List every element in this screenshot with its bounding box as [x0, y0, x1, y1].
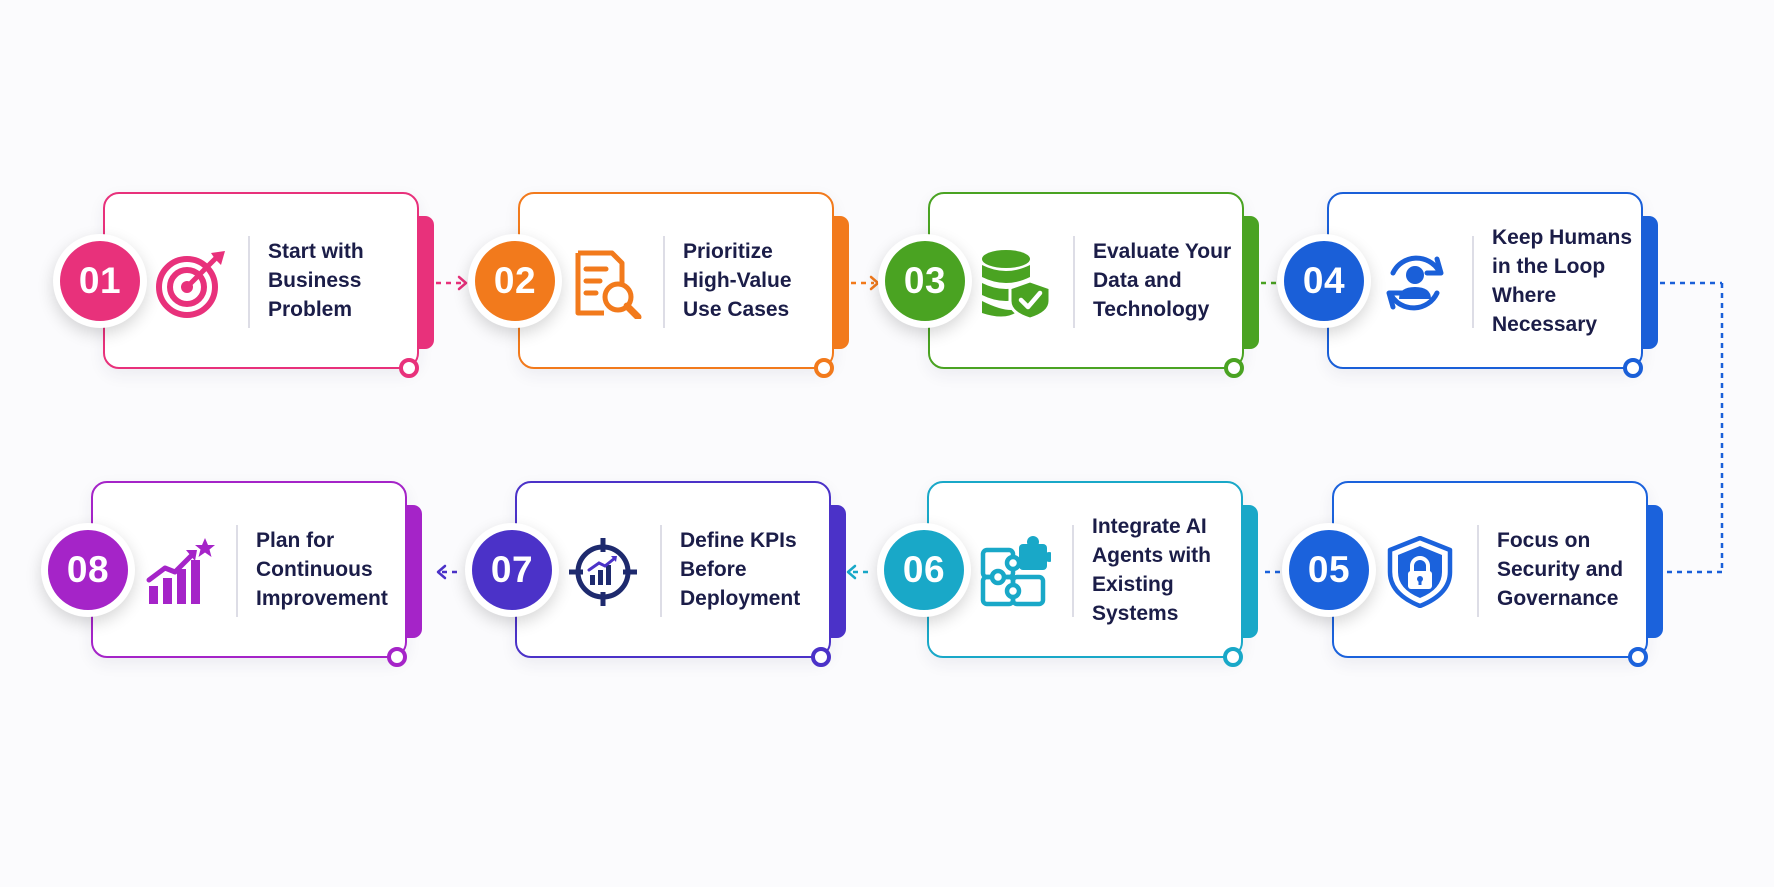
kpi-crosshair-icon: [567, 536, 639, 608]
step-number-badge: 01: [53, 234, 147, 328]
step-label-line: Existing: [1092, 572, 1174, 596]
step-label-line: Plan for: [256, 529, 335, 552]
step-number-badge: 03: [878, 234, 972, 328]
step-label-line: Business: [268, 269, 362, 292]
step-number-badge: 05: [1282, 523, 1376, 617]
step-label-line: Systems: [1092, 601, 1179, 625]
step-label-line: Use Cases: [683, 298, 790, 321]
card-divider: [660, 525, 662, 617]
puzzle-icon: [979, 536, 1051, 608]
human-loop-icon: [1379, 247, 1451, 319]
connector-arrow: [436, 564, 447, 580]
step-label-line: Keep Humans: [1492, 225, 1633, 249]
card-side-tab: [1646, 505, 1663, 638]
step-number-badge: 04: [1277, 234, 1371, 328]
card-side-tab: [405, 505, 422, 638]
document-search-icon: [570, 247, 642, 319]
step-number-badge: 08: [41, 523, 135, 617]
card-corner-dot: [1223, 647, 1243, 667]
card-divider: [248, 236, 250, 328]
step-label-line: Agents with: [1092, 543, 1211, 567]
growth-chart-icon: [143, 536, 215, 608]
step-label-line: Technology: [1093, 298, 1210, 321]
step-label-line: Focus on: [1497, 529, 1591, 552]
card-corner-dot: [814, 358, 834, 378]
step-number-badge: 07: [465, 523, 559, 617]
card-side-tab: [1241, 505, 1258, 638]
step-label-line: in the Loop: [1492, 254, 1606, 278]
card-corner-dot: [399, 358, 419, 378]
step-label-line: Where: [1492, 283, 1557, 307]
card-divider: [1472, 236, 1474, 328]
step-label-line: Evaluate Your: [1093, 240, 1232, 263]
target-icon: [155, 247, 227, 319]
database-shield-icon: [980, 247, 1052, 319]
step-label-line: Governance: [1497, 587, 1619, 610]
step-number: 03: [885, 241, 965, 321]
card-divider: [236, 525, 238, 617]
step-label-line: Integrate AI: [1092, 514, 1207, 538]
card-side-tab: [1242, 216, 1259, 349]
step-label-line: Deployment: [680, 587, 801, 610]
card-corner-dot: [811, 647, 831, 667]
connector-arrow: [846, 564, 857, 580]
step-label-line: Prioritize: [683, 240, 773, 263]
card-corner-dot: [1224, 358, 1244, 378]
step-label-line: Define KPIs: [680, 529, 797, 552]
card-side-tab: [829, 505, 846, 638]
step-number: 06: [884, 530, 964, 610]
step-label-line: Continuous: [256, 558, 373, 581]
card-divider: [1072, 525, 1074, 617]
step-label-line: Security and: [1497, 558, 1624, 581]
card-side-tab: [417, 216, 434, 349]
step-number: 07: [472, 530, 552, 610]
card-corner-dot: [387, 647, 407, 667]
card-divider: [1477, 525, 1479, 617]
step-label-line: Before: [680, 558, 747, 581]
step-label-line: Improvement: [256, 587, 388, 610]
step-number-badge: 06: [877, 523, 971, 617]
card-corner-dot: [1628, 647, 1648, 667]
step-label-line: Problem: [268, 298, 353, 321]
card-side-tab: [832, 216, 849, 349]
card-divider: [663, 236, 665, 328]
step-number: 02: [475, 241, 555, 321]
step-label-line: Start with: [268, 240, 364, 263]
step-number: 01: [60, 241, 140, 321]
shield-lock-icon: [1384, 536, 1456, 608]
step-label-line: High-Value: [683, 269, 792, 292]
step-number-badge: 02: [468, 234, 562, 328]
step-number: 05: [1289, 530, 1369, 610]
connector-arrow: [869, 275, 880, 291]
step-label-line: Necessary: [1492, 312, 1598, 336]
step-number: 08: [48, 530, 128, 610]
step-label-line: Data and: [1093, 269, 1182, 292]
connector-arrow: [457, 275, 468, 291]
card-corner-dot: [1623, 358, 1643, 378]
card-divider: [1073, 236, 1075, 328]
card-side-tab: [1641, 216, 1658, 349]
step-number: 04: [1284, 241, 1364, 321]
